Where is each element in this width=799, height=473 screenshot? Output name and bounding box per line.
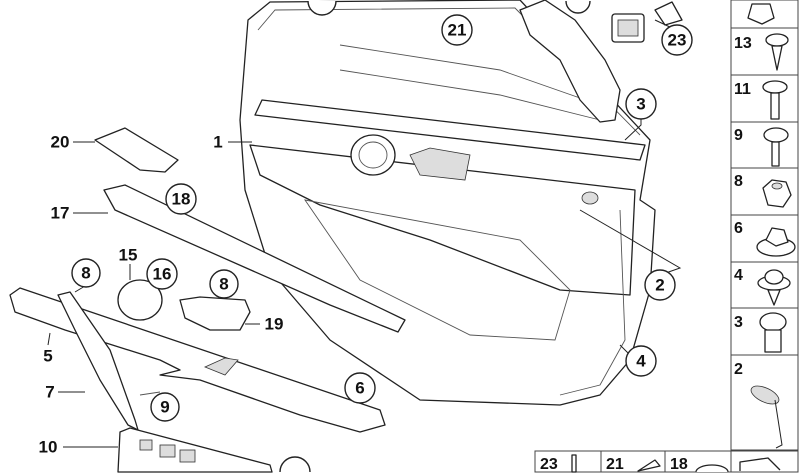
callout-8b: 8 [209, 269, 239, 299]
callout-3: 3 [625, 88, 657, 120]
callout-8b-label: 8 [219, 275, 228, 294]
legend-8: 8 [734, 173, 743, 190]
legend-23: 23 [540, 456, 558, 473]
callout-18-label: 18 [172, 190, 191, 209]
legend-11: 11 [734, 81, 751, 98]
callout-6-label: 6 [355, 379, 364, 398]
bottom-legend: 23 21 18 [534, 450, 799, 473]
callout-1-label: 1 [213, 133, 222, 152]
trim-strip-17 [103, 184, 406, 333]
legend-2: 2 [734, 361, 743, 378]
legend-6: 6 [734, 220, 743, 237]
callout-2: 2 [644, 269, 676, 301]
callout-3-label: 3 [636, 95, 645, 114]
callout-15-label: 15 [119, 246, 138, 265]
callout-partial-bottom [279, 456, 311, 473]
callout-21: 21 [441, 14, 473, 46]
callout-17-label: 17 [51, 204, 70, 223]
legend-9: 9 [734, 127, 743, 144]
callout-4: 4 [625, 345, 657, 377]
fastener-legend: 13 11 9 8 6 4 3 2 [730, 0, 799, 451]
callout-20-label: 20 [51, 133, 70, 152]
callout-16-label: 16 [153, 265, 172, 284]
callout-18: 18 [165, 183, 197, 215]
callout-23-label: 23 [668, 31, 687, 50]
legend-13: 13 [734, 35, 752, 52]
cover-part-20 [94, 127, 179, 173]
callout-4-label: 4 [636, 352, 646, 371]
callout-8a: 8 [71, 258, 101, 288]
legend-18: 18 [670, 456, 688, 473]
callout-9: 9 [150, 392, 180, 422]
callout-6: 6 [344, 372, 376, 404]
door-handle-19 [179, 296, 251, 331]
callout-19-label: 19 [265, 315, 284, 334]
callout-partial-top [307, 0, 591, 16]
callout-5-label: 5 [43, 347, 52, 366]
arrow-icon [739, 457, 781, 471]
bracket-part [519, 0, 683, 123]
callout-21-label: 21 [448, 21, 467, 40]
callout-2-label: 2 [655, 276, 664, 295]
callout-23: 23 [661, 24, 693, 56]
callout-7-label: 7 [45, 383, 54, 402]
callout-10-label: 10 [39, 438, 58, 457]
callout-8a-label: 8 [81, 264, 90, 283]
callout-9-label: 9 [160, 398, 169, 417]
callout-16: 16 [146, 258, 178, 290]
speaker-cover-15 [117, 279, 163, 321]
legend-21: 21 [606, 456, 624, 473]
legend-3: 3 [734, 314, 743, 331]
legend-4: 4 [734, 267, 743, 284]
armrest-5 [9, 287, 386, 433]
